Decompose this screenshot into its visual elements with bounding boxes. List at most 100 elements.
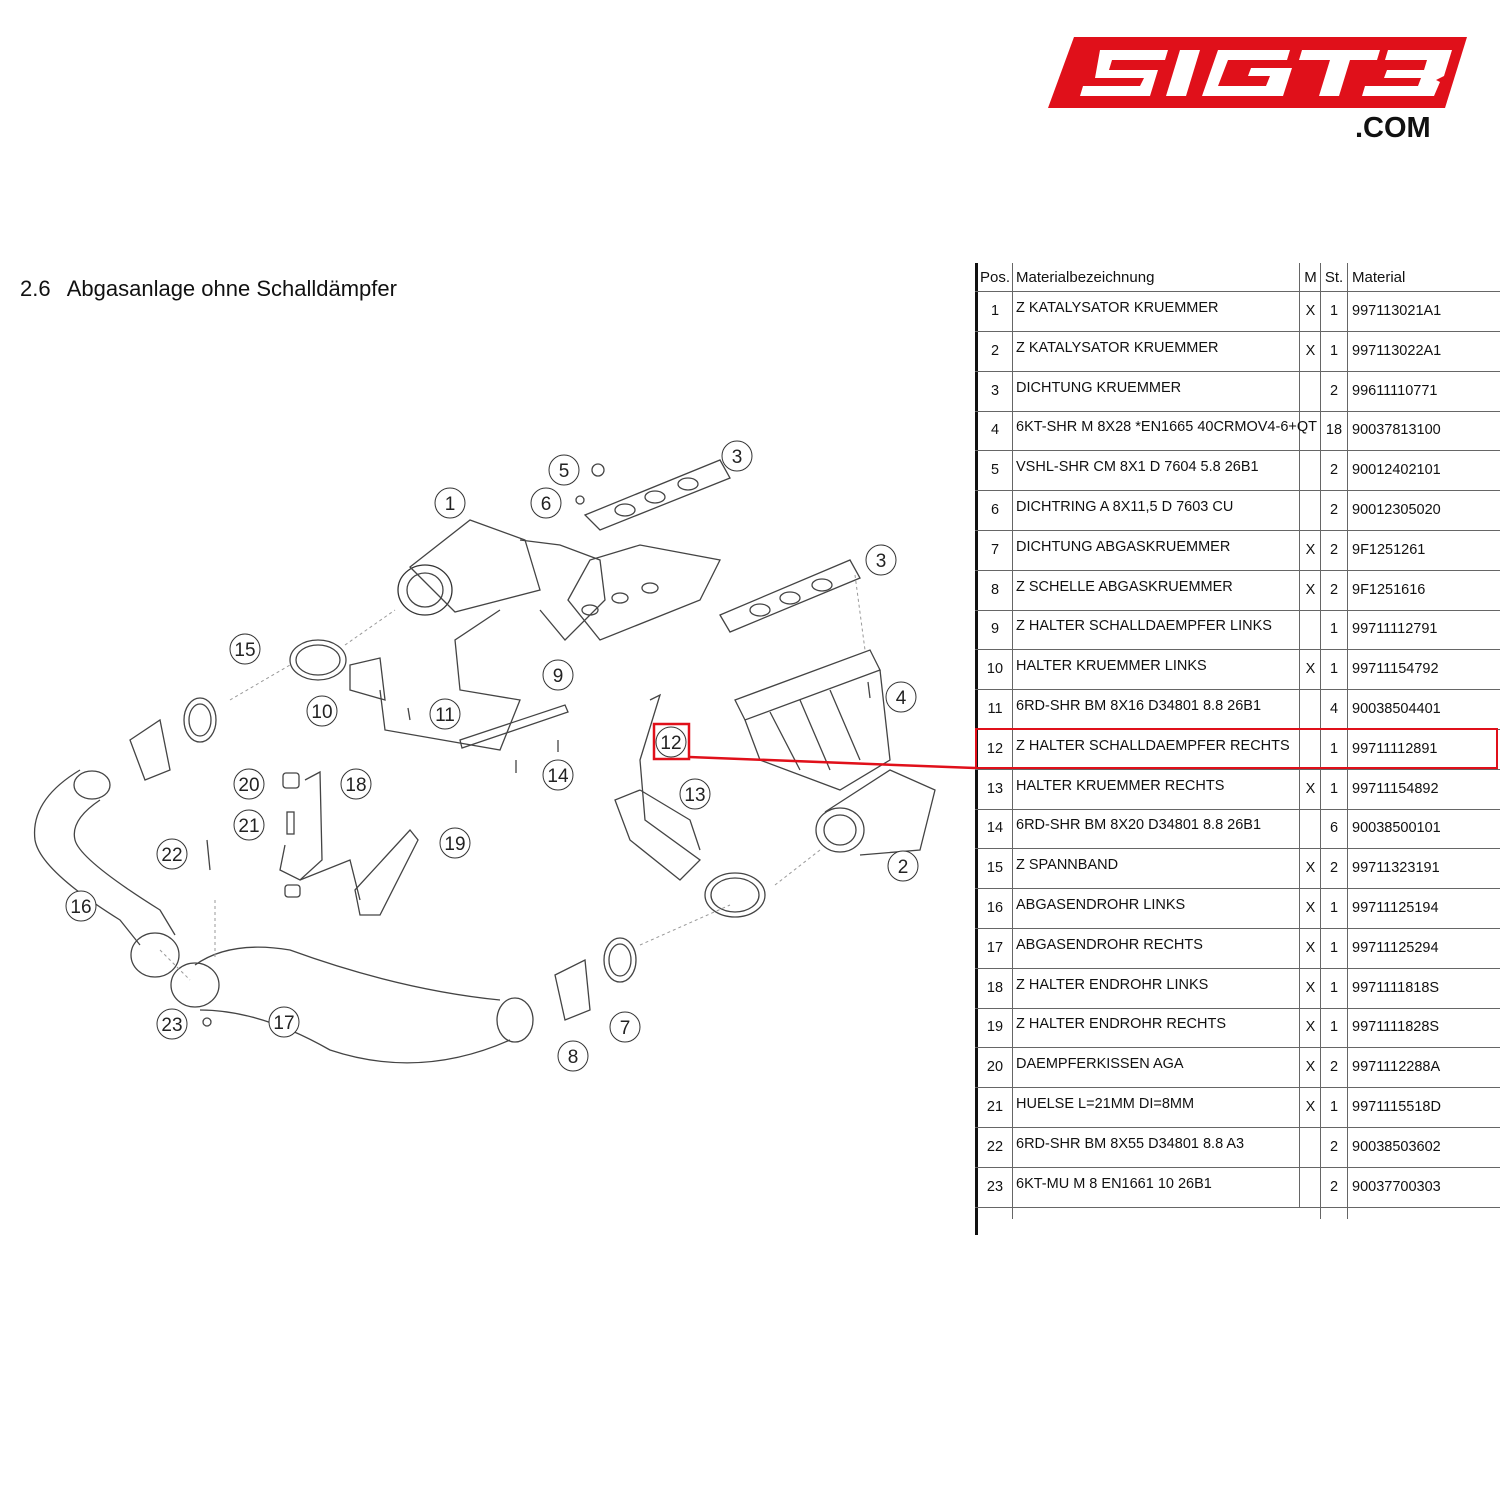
callout-18: 18 [340, 768, 372, 800]
row-st: 1 [1321, 967, 1348, 1020]
row-name: Z HALTER ENDROHR RECHTS [1013, 1007, 1300, 1048]
gasket-ring-left [183, 697, 217, 743]
row-m: X [1301, 569, 1321, 622]
row-material: 99711112891 [1352, 740, 1438, 757]
row-st: 2 [1321, 1166, 1348, 1219]
row-m [1301, 1166, 1321, 1219]
gasket-lower [719, 559, 861, 633]
row-st: 2 [1321, 1047, 1348, 1100]
row-pos: 3 [978, 370, 1013, 423]
callout-20: 20 [233, 768, 265, 800]
row-name: VSHL-SHR CM 8X1 D 7604 5.8 26B1 [1013, 450, 1300, 491]
table-header: Pos. Materialbezeichnung M St. Material [975, 263, 1500, 292]
row-m [1301, 370, 1321, 423]
seal-ring-6-part [575, 495, 585, 505]
callout-10: 10 [306, 695, 338, 727]
callout-23: 23 [156, 1008, 188, 1040]
callout-14: 14 [542, 759, 574, 791]
row-st: 2 [1321, 848, 1348, 901]
svg-text:9: 9 [553, 666, 564, 687]
row-name: Z HALTER SCHALLDAEMPFER LINKS [1013, 609, 1300, 650]
row-m [1301, 450, 1321, 503]
row-material: 99711154892 [1352, 780, 1439, 797]
row-st: 1 [1321, 728, 1348, 781]
sleeve-part [286, 811, 295, 835]
row-pos: 16 [978, 888, 1013, 940]
row-m: X [1301, 291, 1321, 343]
svg-text:3: 3 [876, 551, 887, 572]
section-title: 2.6 Abgasanlage ohne Schalldämpfer [20, 276, 397, 302]
row-material: 99711154792 [1352, 661, 1439, 678]
row-pos: 10 [978, 649, 1013, 702]
row-m [1301, 490, 1321, 542]
svg-text:2: 2 [898, 857, 909, 878]
row-name: ABGASENDROHR RECHTS [1013, 927, 1300, 968]
row-pos: 2 [978, 330, 1013, 383]
row-st: 2 [1321, 569, 1348, 622]
svg-text:6: 6 [541, 494, 552, 515]
row-name: Z KATALYSATOR KRUEMMER [1013, 291, 1300, 331]
row-pos: 17 [978, 927, 1013, 980]
row-name: Z HALTER ENDROHR LINKS [1013, 967, 1300, 1008]
row-pos: 23 [978, 1166, 1013, 1219]
clamp-right-part [704, 872, 766, 918]
callout-17: 17 [268, 1006, 300, 1038]
row-pos: 8 [978, 569, 1013, 622]
row-material: 99711323191 [1352, 860, 1440, 877]
row-m [1301, 1126, 1321, 1179]
row-pos: 15 [978, 848, 1013, 901]
row-name: Z SCHELLE ABGASKRUEMMER [1013, 569, 1300, 610]
row-name: DICHTRING A 8X11,5 D 7603 CU [1013, 490, 1300, 530]
bolt-11-part [407, 707, 411, 721]
header-name: Materialbezeichnung [1013, 263, 1300, 291]
row-name: HUELSE L=21MM DI=8MM [1013, 1087, 1300, 1127]
row-st: 1 [1321, 291, 1348, 343]
row-material: 90037700303 [1352, 1178, 1441, 1195]
row-name: Z KATALYSATOR KRUEMMER [1013, 330, 1300, 371]
callout-6: 6 [530, 487, 562, 519]
svg-text:20: 20 [238, 775, 259, 796]
row-material: 99711125294 [1352, 939, 1439, 956]
row-m: X [1301, 1047, 1321, 1100]
holder-18-foot [299, 859, 361, 901]
row-st: 1 [1321, 768, 1348, 821]
bolt-4-part [867, 681, 871, 699]
row-material: 90038503602 [1352, 1138, 1441, 1155]
svg-text:19: 19 [444, 834, 465, 855]
row-name: ABGASENDROHR LINKS [1013, 888, 1300, 928]
row-m [1301, 410, 1321, 463]
row-name: Z SPANNBAND [1013, 848, 1300, 889]
row-pos: 18 [978, 967, 1013, 1020]
svg-text:22: 22 [161, 845, 182, 866]
clamp-8-left [129, 718, 171, 781]
row-material: 90012402101 [1352, 462, 1441, 479]
row-st: 1 [1321, 609, 1348, 662]
callout-21: 21 [233, 809, 265, 841]
gasket-ring-right [603, 937, 637, 983]
row-m [1301, 808, 1321, 861]
bolt-5-part [591, 463, 605, 477]
row-material: 9971112288A [1352, 1059, 1441, 1076]
row-pos: 9 [978, 609, 1013, 662]
row-name: DICHTUNG ABGASKRUEMMER [1013, 529, 1300, 570]
row-pos: 5 [978, 450, 1013, 503]
row-material: 99611110771 [1352, 382, 1438, 399]
clamp-8-right [554, 958, 591, 1021]
bracket-rod-left [379, 609, 521, 751]
row-st: 1 [1321, 1007, 1348, 1060]
holder-18-part [279, 770, 323, 881]
row-st: 4 [1321, 689, 1348, 741]
row-st: 2 [1321, 450, 1348, 503]
callout-4: 4 [885, 681, 917, 713]
row-st: 1 [1321, 1087, 1348, 1139]
catalyst-right-part [734, 649, 936, 856]
